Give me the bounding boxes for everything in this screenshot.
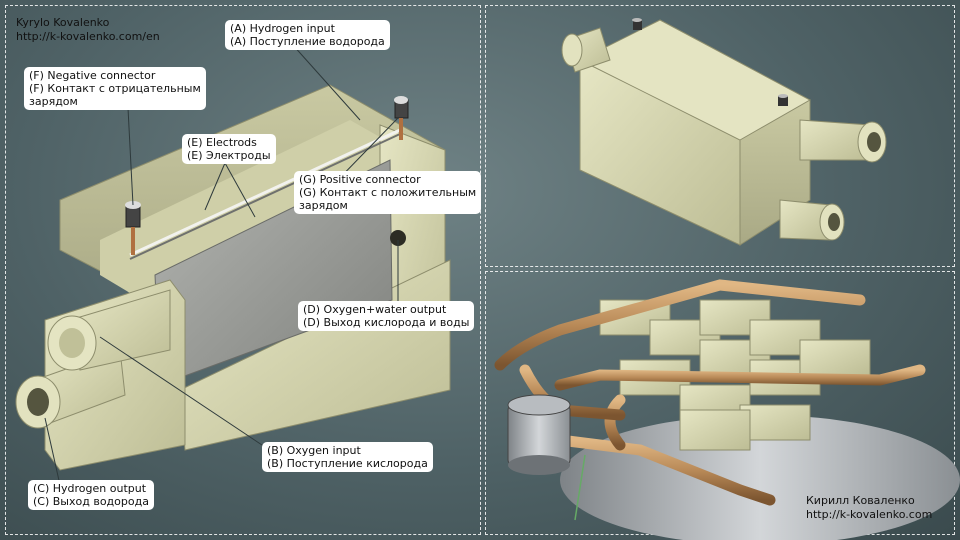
canister [507,394,571,475]
oxygen-water-outlet-hole [390,230,406,246]
label-d-ru: (D) Выход кислорода и воды [303,316,470,329]
hydrogen-output-tube [15,349,126,429]
label-a-ru: (A) Поступление водорода [230,35,385,48]
label-c-en: (C) Hydrogen output [33,482,147,495]
author-name: Kyrylo Kovalenko [16,16,110,29]
assembled-panel [485,5,955,267]
callout-negative-connector: (F) Negative connector (F) Контакт с отр… [24,67,206,110]
label-b-ru: (B) Поступление кислорода [267,457,428,470]
label-b-en: (B) Oxygen input [267,444,361,457]
callout-hydrogen-input: (A) Hydrogen input (A) Поступление водор… [225,20,390,50]
label-c-ru: (C) Выход водорода [33,495,149,508]
label-e-ru: (E) Электроды [187,149,271,162]
label-e-en: (E) Electrods [187,136,257,149]
callout-hydrogen-output: (C) Hydrogen output (C) Выход водорода [28,480,154,510]
label-f-en: (F) Negative connector [29,69,156,82]
callout-positive-connector: (G) Positive connector (G) Контакт с пол… [294,171,482,214]
callout-electrodes: (E) Electrods (E) Электроды [182,134,276,164]
label-g-en: (G) Positive connector [299,173,421,186]
label-g-ru1: (G) Контакт с положительным [299,186,477,199]
author-name-ru: Кирилл Коваленко [806,494,915,507]
label-d-en: (D) Oxygen+water output [303,303,447,316]
label-f-ru2: зарядом [29,95,78,108]
credit-bottom-right: Кирилл Коваленко http://k-kovalenko.com [806,494,932,522]
label-a-en: (A) Hydrogen input [230,22,335,35]
oxygen-input-tube [47,289,171,371]
callout-oxygen-input: (B) Oxygen input (B) Поступление кислоро… [262,442,433,472]
cutaway-panel [5,5,481,535]
label-f-ru1: (F) Контакт с отрицательным [29,82,201,95]
callout-oxygen-water-output: (D) Oxygen+water output (D) Выход кислор… [298,301,475,331]
credit-top-left: Kyrylo Kovalenko http://k-kovalenko.com/… [16,16,160,44]
author-url[interactable]: http://k-kovalenko.com/en [16,30,160,43]
author-url-ru[interactable]: http://k-kovalenko.com [806,508,933,521]
fuel-cell-array [494,270,960,540]
positive-connector [394,96,409,140]
label-g-ru2: зарядом [299,199,348,212]
fuel-cell-cutaway [15,43,451,486]
fuel-cell-assembled [561,18,887,246]
